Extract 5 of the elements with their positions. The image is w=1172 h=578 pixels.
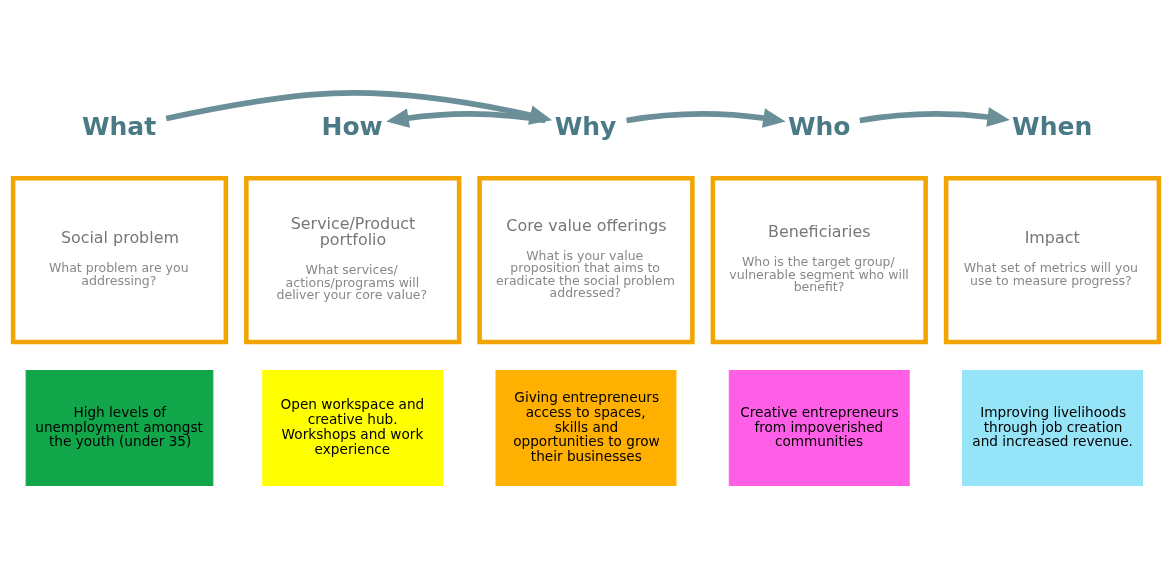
node-text: Who (787, 111, 851, 141)
node-text: When (1012, 111, 1093, 141)
node-text: What (81, 111, 157, 141)
node-text: Why (554, 111, 617, 141)
node-text: How (321, 111, 383, 141)
